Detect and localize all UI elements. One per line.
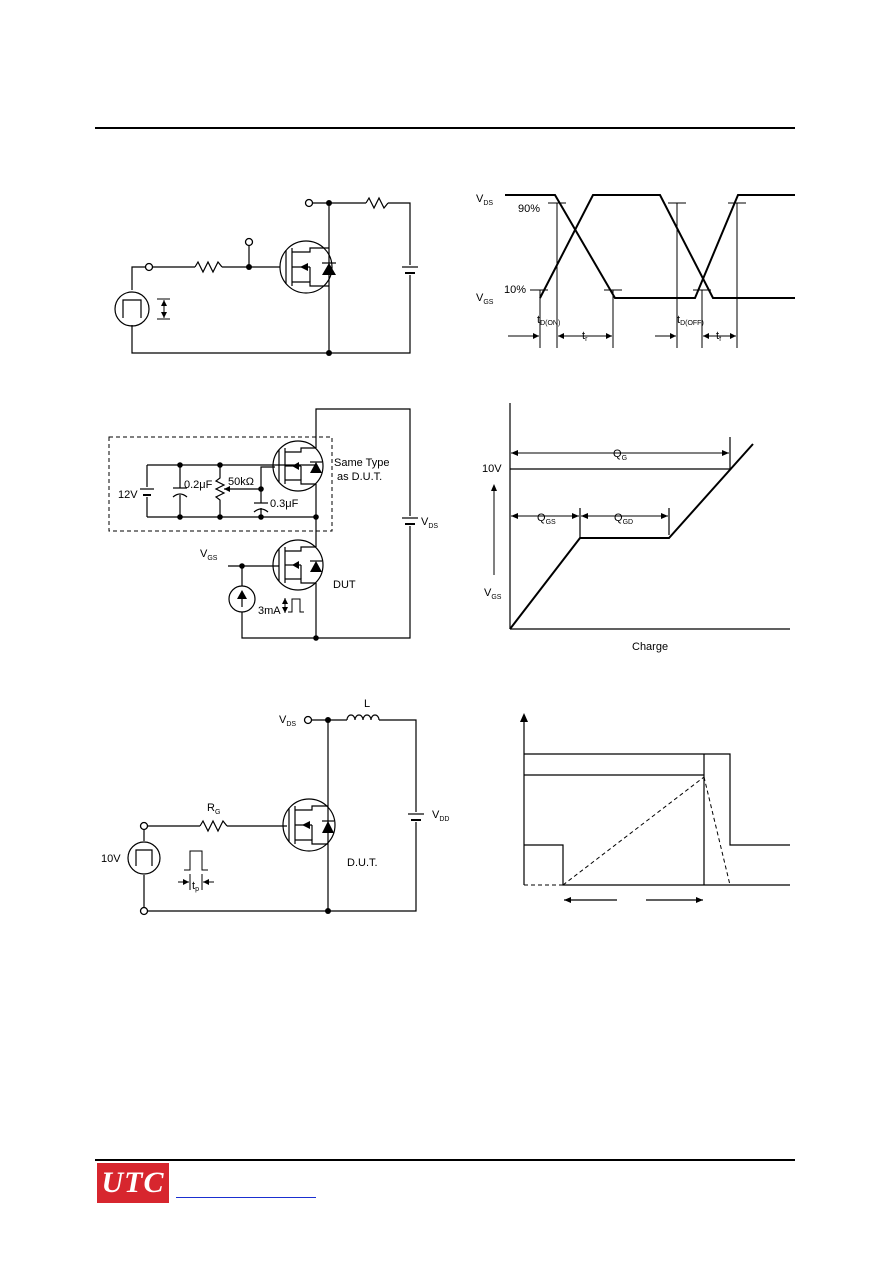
svg-text:tD(ON): tD(ON) — [537, 314, 560, 327]
switching-test-circuit — [114, 196, 418, 356]
label-c2: 0.3μF — [270, 498, 299, 510]
rg-label: R — [207, 802, 215, 814]
svg-text:QGD: QGD — [614, 512, 633, 526]
avalanche-waveform — [520, 713, 790, 903]
avalanche-test-circuit: VDS L RG VDD 10V tp D.U.T. — [101, 698, 449, 916]
label-90-percent: 90% — [518, 203, 540, 215]
gate-charge-waveform: 10V QG QGS QGD VGS Charge — [482, 403, 790, 653]
svg-text:VDS: VDS — [279, 714, 296, 728]
vds-label: V — [279, 714, 287, 726]
svg-text:QG: QG — [613, 448, 627, 462]
inductor-label: L — [364, 698, 370, 710]
label-as-dut: as D.U.T. — [337, 471, 382, 483]
header-rule — [95, 127, 795, 129]
svg-text:tf: tf — [716, 330, 721, 343]
label-10v: 10V — [482, 463, 502, 475]
svg-text:VDS: VDS — [421, 516, 438, 530]
tr-label: t — [582, 330, 585, 342]
tf-label: t — [716, 330, 719, 342]
svg-text:VDD: VDD — [432, 809, 449, 823]
label-10-percent: 10% — [504, 284, 526, 296]
svg-text:VGS: VGS — [484, 587, 502, 601]
utc-logo: UTC — [97, 1163, 169, 1203]
label-50k: 50kΩ — [228, 476, 254, 488]
svg-text:QGS: QGS — [537, 512, 556, 526]
footer-rule — [95, 1159, 795, 1161]
tdon-label: t — [537, 314, 540, 326]
vds-label: V — [476, 193, 484, 205]
vgs-label: V — [200, 548, 208, 560]
switching-waveform: VDS 90% 10% VGS tD(ON) tr tD(OFF) tf — [476, 193, 795, 348]
label-dut: DUT — [333, 579, 356, 591]
qg-label: Q — [613, 448, 622, 460]
label-c1: 0.2μF — [184, 479, 213, 491]
vgs-label: V — [484, 587, 492, 599]
svg-text:VGS: VGS — [200, 548, 218, 562]
charge-axis-label: Charge — [632, 641, 668, 653]
label-same-type: Same Type — [334, 457, 389, 469]
tp-label: t — [192, 880, 195, 892]
label-3ma: 3mA — [258, 605, 281, 617]
label-12v: 12V — [118, 489, 138, 501]
svg-text:tp: tp — [192, 880, 199, 893]
svg-text:VDS: VDS — [476, 193, 493, 207]
svg-text:tD(OFF): tD(OFF) — [677, 314, 704, 327]
tdoff-label: t — [677, 314, 680, 326]
qgd-label: Q — [614, 512, 623, 524]
qgs-label: Q — [537, 512, 546, 524]
gate-charge-test-circuit: 12V 0.2μF 50kΩ 0.3μF Same Type as D.U.T.… — [108, 408, 438, 641]
svg-text:tr: tr — [582, 330, 588, 343]
svg-text:RG: RG — [207, 802, 220, 816]
svg-text:VGS: VGS — [476, 292, 494, 306]
logo-text: UTC — [101, 1166, 165, 1199]
website-link[interactable] — [176, 1196, 316, 1198]
vds-label: V — [421, 516, 429, 528]
vgs-label: V — [476, 292, 484, 304]
label-dut: D.U.T. — [347, 857, 378, 869]
label-10v: 10V — [101, 853, 121, 865]
vdd-label: V — [432, 809, 440, 821]
